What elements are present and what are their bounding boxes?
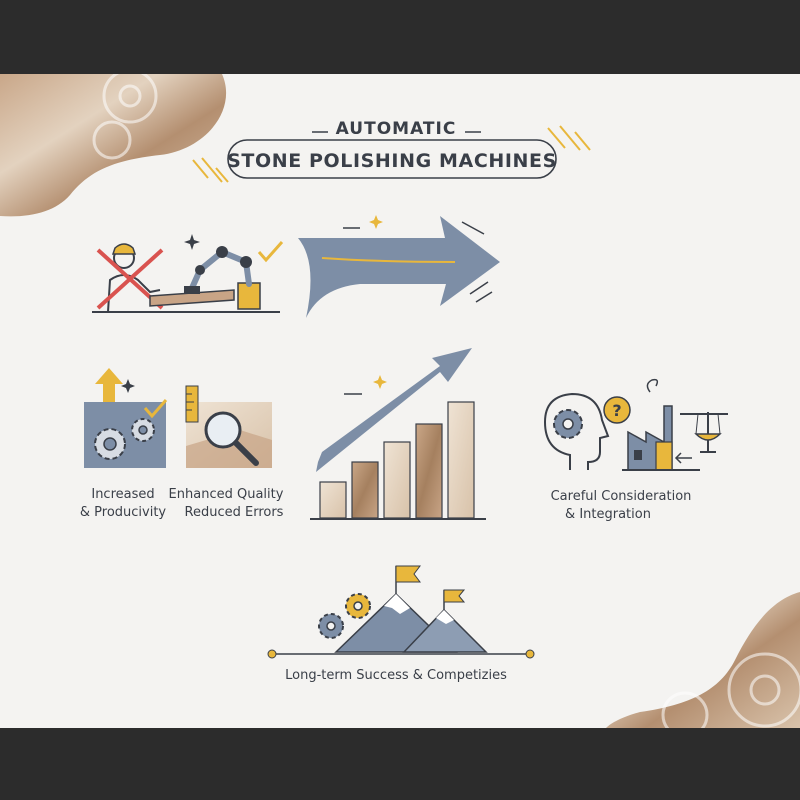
title-line-2: STONE POLISHING MACHINES [227, 150, 557, 172]
gear-icon [94, 428, 126, 460]
mountain-flags-icon [267, 565, 535, 659]
productivity-label-line-1: Increased [91, 487, 154, 502]
infographic-canvas: AUTOMATIC STONE POLISHING MACHINES [0, 74, 800, 728]
consideration-label-line-2: & Integration [565, 507, 651, 522]
consideration-label-line-1: Careful Consideration [551, 489, 692, 504]
growth-bar-3 [383, 441, 411, 519]
gear-icon [345, 593, 371, 619]
gear-icon [318, 613, 344, 639]
robot-arm-icon [184, 246, 261, 310]
marble-corner-bottom-right [606, 592, 800, 728]
sparkle-icon [184, 234, 200, 250]
checkmark-icon [257, 241, 284, 263]
quality-label-line-1: Enhanced Quality [169, 487, 284, 502]
title-line-1: AUTOMATIC [336, 119, 457, 139]
productivity-label-line-2: & Producivity [80, 505, 167, 520]
magnifier-ruler-icon [185, 385, 272, 468]
growth-bar-2 [351, 461, 379, 519]
growth-bar-5 [447, 401, 475, 519]
stone-slab-table [92, 289, 280, 313]
bottom-letterbox [0, 728, 800, 800]
balance-scale-icon [680, 412, 728, 453]
marble-corner-top-left [0, 74, 227, 217]
title-block: AUTOMATIC STONE POLISHING MACHINES [192, 119, 591, 183]
gear-icon [553, 409, 583, 439]
success-label: Long-term Success & Competizies [285, 668, 507, 683]
head-gear-question-icon: ? [543, 392, 631, 470]
svg-text:?: ? [612, 401, 621, 420]
manual-worker-crossed-icon [96, 243, 164, 313]
sparkle-lines-right [547, 125, 591, 151]
gear-icon [131, 418, 155, 442]
gear-icon [661, 652, 800, 728]
gears-up-arrow-icon [84, 368, 168, 468]
growth-bar-1 [319, 481, 347, 519]
title-pill [227, 139, 557, 179]
top-letterbox [0, 0, 800, 74]
growth-bar-chart-icon [310, 348, 486, 520]
curved-arrow-icon [298, 215, 500, 318]
sparkle-lines-left [192, 157, 229, 183]
gear-icon [92, 74, 158, 160]
quality-label-line-2: Reduced Errors [185, 505, 284, 520]
infographic-svg: AUTOMATIC STONE POLISHING MACHINES [0, 74, 800, 728]
growth-bar-4 [415, 423, 443, 519]
factory-icon [622, 378, 700, 471]
